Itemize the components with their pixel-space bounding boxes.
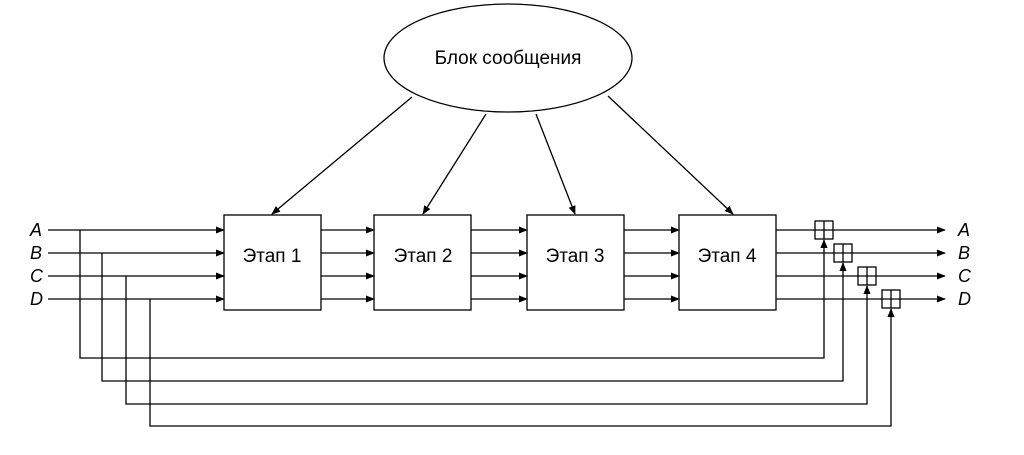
connectors-stage-3-4 [624,226,680,303]
adder-a-icon [814,220,834,240]
output-label-b: B [958,243,970,263]
message-arrow-stage-2 [422,113,487,215]
message-arrow-stage-4 [607,95,734,215]
stage-3-label: Этап 3 [546,246,605,267]
input-label-d: D [30,289,43,309]
adder-c-icon [857,266,877,286]
connectors-stage-1-2 [321,226,375,303]
output-label-d: D [958,289,971,309]
message-arrow-stage-3 [535,113,576,215]
stage-4-label: Этап 4 [698,246,757,267]
stage-2-label: Этап 2 [394,246,453,267]
adder-d-icon [881,289,901,309]
input-label-b: B [30,243,42,263]
stage-2-box [373,214,472,311]
feedback-line-a [79,230,828,359]
stage-4-box [678,214,777,311]
feedback-line-d [149,299,895,427]
output-label-a: A [957,220,970,240]
output-label-c: C [958,266,972,286]
feedback-line-b [101,253,847,382]
message-block-ellipse [383,3,633,113]
input-label-c: C [30,266,44,286]
message-arrow-stage-1 [271,96,413,215]
stage-3-box [526,214,625,311]
connectors-stage-2-3 [471,226,528,303]
feedback-line-c [125,276,871,405]
stage-1-box [223,214,322,311]
stage-1-label: Этап 1 [243,246,302,267]
adder-b-icon [833,243,853,263]
message-block-label: Блок сообщения [435,48,582,69]
input-label-a: A [29,220,42,240]
